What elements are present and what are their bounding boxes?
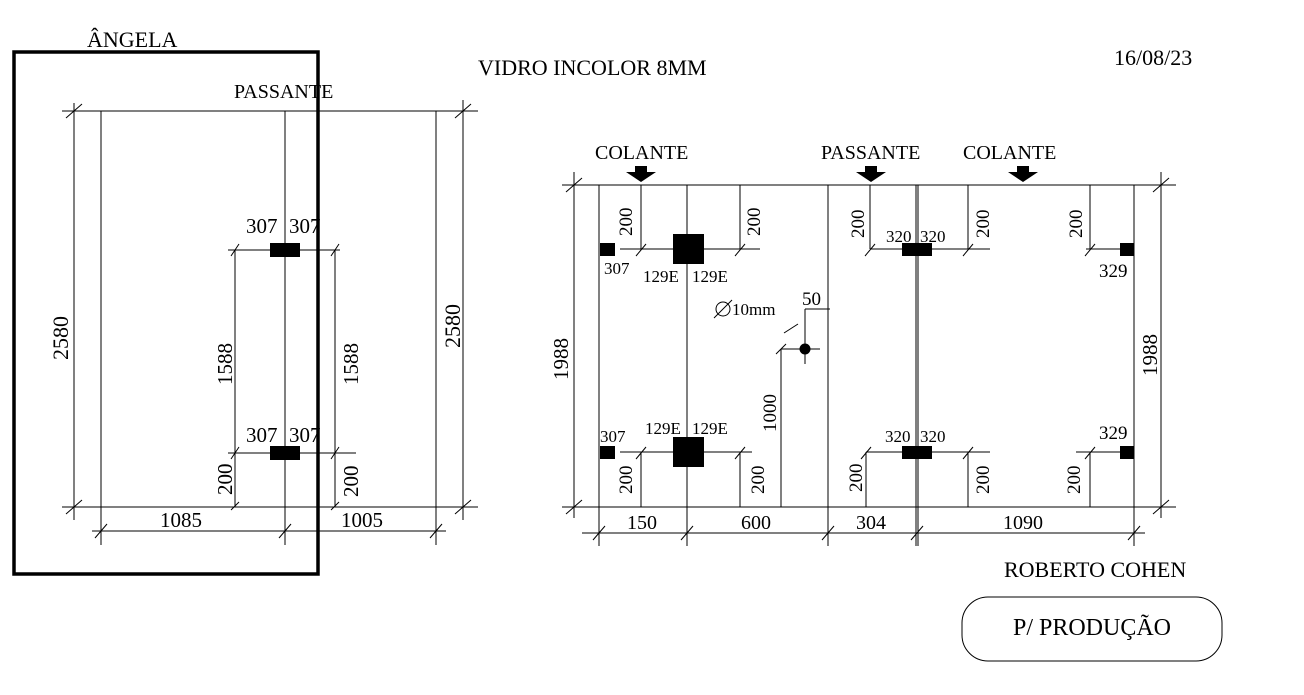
hole-height-dim: 1000 xyxy=(760,394,781,432)
left-span-dim-r: 1588 xyxy=(339,343,363,385)
label-colante-right: COLANTE xyxy=(963,142,1056,164)
p2-bot-320-l: 320 xyxy=(885,427,911,446)
production-button-label: P/ PRODUÇÃO xyxy=(1013,615,1171,641)
left-width-dim-l: 1085 xyxy=(160,508,202,532)
arrow-down-icon xyxy=(626,166,656,182)
label-passante: PASSANTE xyxy=(821,142,920,164)
p2-top-320-r: 320 xyxy=(920,227,946,246)
p3-top-side-dim: 329 xyxy=(1099,261,1128,282)
p1-top-side-dim: 307 xyxy=(604,259,630,278)
p3-top-200: 200 xyxy=(1066,210,1087,239)
p1-top-clamp xyxy=(600,243,615,256)
p2-top-left-200: 200 xyxy=(848,210,869,239)
client-name-left: ÂNGELA xyxy=(87,27,178,52)
p1-bot-129-l: 129E xyxy=(645,419,681,438)
right-width-seg2: 600 xyxy=(741,512,771,534)
hole-diameter-dim: 10mm xyxy=(732,300,775,319)
left-selection-frame xyxy=(12,50,320,576)
p2-bot-right-200: 200 xyxy=(973,466,994,495)
client-name-right: ROBERTO COHEN xyxy=(1004,557,1186,582)
right-height-dim-l: 1988 xyxy=(549,338,573,380)
left-top-hinge-right-dim: 307 xyxy=(289,214,321,238)
arrow-down-icon xyxy=(856,166,886,182)
production-button-frame xyxy=(961,596,1223,662)
left-bottom-dim-r: 200 xyxy=(339,466,363,498)
left-bottom-hinge-left-dim: 307 xyxy=(246,423,278,447)
p3-bottom-clamp xyxy=(1120,446,1134,459)
p1-top-129-l: 129E xyxy=(643,267,679,286)
order-date: 16/08/23 xyxy=(1114,45,1192,70)
diameter-icon xyxy=(715,301,731,317)
right-height-dim-r: 1988 xyxy=(1138,334,1162,376)
left-width-dim-r: 1005 xyxy=(341,508,383,532)
p2-bot-left-200: 200 xyxy=(846,464,867,493)
right-glass-panel: COLANTE PASSANTE COLANTE 200 200 200 200… xyxy=(549,142,1176,546)
p1-bot-129-r: 129E xyxy=(692,419,728,438)
hole-offset-dim: 50 xyxy=(802,289,821,310)
label-colante-left: COLANTE xyxy=(595,142,688,164)
p3-bot-side-dim: 329 xyxy=(1099,423,1128,444)
p2-bot-320-r: 320 xyxy=(920,427,946,446)
p1-top-left-200: 200 xyxy=(616,208,637,237)
p1-bot-side-dim: 307 xyxy=(600,427,626,446)
p1-bot-right-200: 200 xyxy=(748,466,769,495)
right-width-seg4: 1090 xyxy=(1003,512,1043,534)
p2-top-right-200: 200 xyxy=(973,210,994,239)
p1-top-right-200: 200 xyxy=(744,208,765,237)
right-width-seg1: 150 xyxy=(627,512,657,534)
production-status-button[interactable]: P/ PRODUÇÃO xyxy=(961,596,1223,662)
material-title: VIDRO INCOLOR 8MM xyxy=(478,55,707,80)
p1-top-129-r: 129E xyxy=(692,267,728,286)
p1-bot-left-200: 200 xyxy=(616,466,637,495)
left-door-label: PASSANTE xyxy=(234,81,333,103)
p1-bottom-clamp xyxy=(600,446,615,459)
left-span-dim-l: 1588 xyxy=(213,343,237,385)
left-glass-outline xyxy=(100,110,437,508)
left-top-hinge-left-dim: 307 xyxy=(246,214,278,238)
left-height-dim: 2580 xyxy=(48,316,73,360)
left-bottom-dim-l: 200 xyxy=(213,464,237,496)
arrow-down-icon xyxy=(1008,166,1038,182)
right-width-seg3: 304 xyxy=(856,512,886,534)
left-bottom-hinge-right-dim: 307 xyxy=(289,423,321,447)
p3-bot-200: 200 xyxy=(1064,466,1085,495)
left-height-dim-r: 2580 xyxy=(440,304,465,348)
p3-top-clamp xyxy=(1120,243,1134,256)
left-glass-panel: PASSANTE 307 307 307 307 1588 1588 200 2… xyxy=(12,50,478,576)
p2-top-320-l: 320 xyxy=(886,227,912,246)
